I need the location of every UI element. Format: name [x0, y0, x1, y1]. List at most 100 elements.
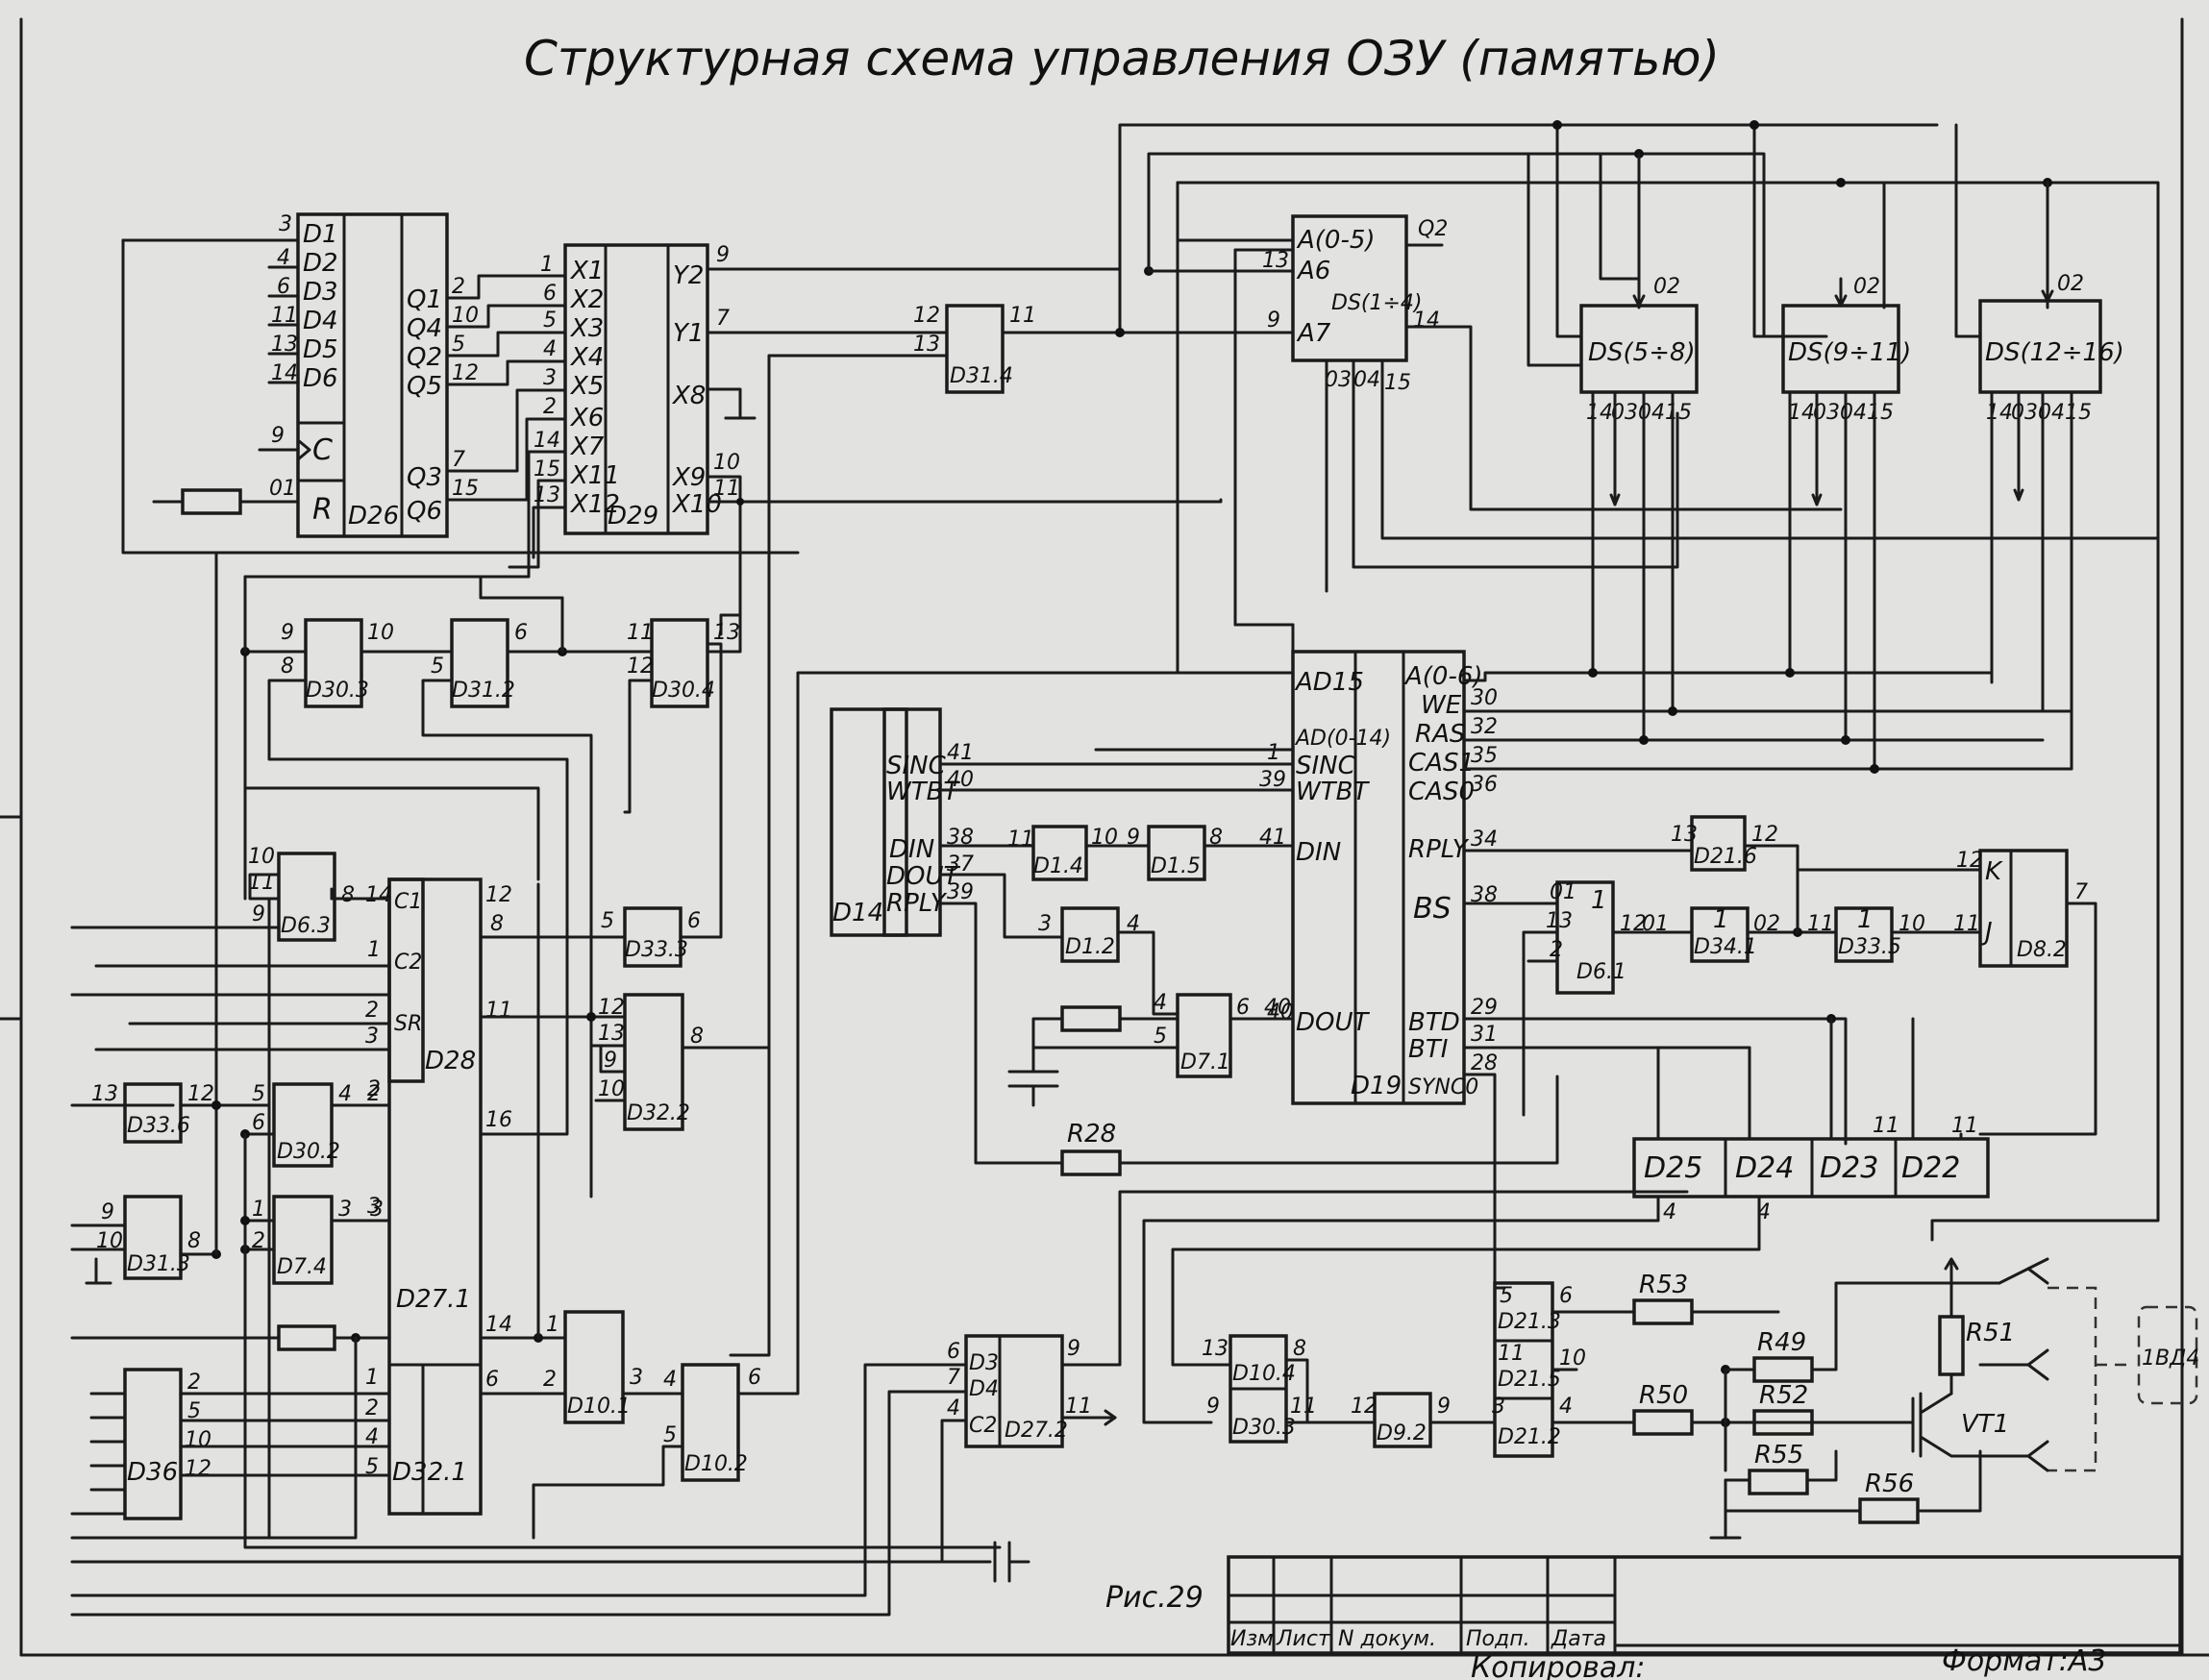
- svg-text:6: 6: [748, 1366, 761, 1390]
- chip-d27-2: D3 D4 C2 D27.2 6 7 4 9 11: [70, 1190, 1689, 1617]
- svg-text:D2: D2: [303, 249, 338, 278]
- svg-text:D21.2: D21.2: [1498, 1425, 1561, 1449]
- svg-text:32: 32: [1471, 715, 1498, 739]
- svg-text:SINC: SINC: [1296, 752, 1356, 780]
- chip-d28-d27-1: C1 C2 SR D28 D27.1 D32.1 14 12 8 11 16 1…: [365, 877, 512, 1516]
- svg-text:D14: D14: [832, 899, 883, 927]
- svg-text:X4: X4: [569, 343, 604, 372]
- svg-text:10: 10: [248, 845, 275, 869]
- svg-text:14: 14: [485, 1313, 512, 1337]
- svg-text:13: 13: [271, 333, 298, 357]
- d26-inputs: 3 4 6 11 13 14 9 01: [121, 212, 800, 555]
- transistor-vt1: VT1: [1911, 1392, 2009, 1458]
- svg-text:X11: X11: [569, 461, 620, 490]
- svg-text:03: 03: [1325, 368, 1352, 392]
- svg-text:02: 02: [2057, 272, 2084, 296]
- svg-text:02: 02: [1653, 275, 1680, 299]
- svg-text:X1: X1: [569, 257, 604, 285]
- svg-text:Q2: Q2: [407, 343, 442, 372]
- svg-text:Q5: Q5: [407, 372, 442, 401]
- chip-d30-4: D30.4 11 12 13: [623, 556, 742, 939]
- svg-text:Дата: Дата: [1551, 1627, 1606, 1651]
- svg-text:9: 9: [1437, 1395, 1451, 1419]
- svg-text:01: 01: [1550, 880, 1576, 904]
- svg-text:14: 14: [1788, 401, 1815, 425]
- svg-text:DS(5÷8): DS(5÷8): [1588, 338, 1696, 367]
- svg-text:4: 4: [1127, 912, 1140, 936]
- svg-text:R49: R49: [1757, 1328, 1806, 1357]
- svg-text:R50: R50: [1639, 1381, 1688, 1410]
- svg-text:Q3: Q3: [407, 463, 442, 492]
- svg-text:D28: D28: [425, 1047, 476, 1075]
- d26-d29-wires: 1 6 5 4 3 2 14 15 13 2 10 5 12 7 15: [445, 253, 567, 600]
- svg-text:D27.2: D27.2: [1005, 1419, 1068, 1443]
- svg-text:14: 14: [271, 361, 298, 385]
- svg-text:RAS: RAS: [1415, 720, 1465, 749]
- svg-text:BS: BS: [1413, 892, 1452, 926]
- svg-text:5: 5: [452, 333, 465, 357]
- svg-text:D33.6: D33.6: [127, 1114, 190, 1138]
- svg-text:16: 16: [485, 1108, 512, 1132]
- svg-text:3: 3: [279, 212, 292, 236]
- svg-text:D1.5: D1.5: [1151, 854, 1201, 878]
- svg-text:14: 14: [1413, 309, 1440, 333]
- svg-text:15: 15: [1867, 401, 1894, 425]
- diagram-title: Структурная схема управления ОЗУ (память…: [524, 31, 1720, 86]
- svg-text:14: 14: [534, 429, 560, 453]
- svg-text:D21.6: D21.6: [1694, 845, 1757, 869]
- svg-text:15: 15: [1384, 371, 1411, 395]
- svg-text:Y2: Y2: [673, 261, 704, 290]
- chip-d6-3: D6.3 10 11 9 8: [70, 823, 391, 942]
- svg-text:13: 13: [1262, 249, 1289, 273]
- svg-text:RPLY: RPLY: [886, 889, 948, 918]
- title-block: Изм Лист N докум. Подп. Дата Рис.29 Копи…: [1105, 1555, 2182, 1680]
- svg-text:D5: D5: [303, 335, 338, 364]
- svg-text:4: 4: [1559, 1395, 1573, 1419]
- svg-text:10: 10: [1559, 1346, 1586, 1371]
- svg-text:40: 40: [1267, 1001, 1294, 1025]
- format-label: Формат:А3: [1942, 1644, 2106, 1678]
- svg-text:1: 1: [1857, 905, 1874, 934]
- svg-text:WTBT: WTBT: [1296, 778, 1370, 806]
- svg-text:36: 36: [1471, 773, 1498, 797]
- svg-text:6: 6: [543, 282, 557, 306]
- svg-text:5: 5: [663, 1423, 677, 1447]
- svg-text:D30.3: D30.3: [306, 679, 369, 703]
- svg-text:D24: D24: [1735, 1151, 1794, 1185]
- svg-text:1: 1: [367, 938, 381, 962]
- svg-text:Q6: Q6: [407, 497, 442, 526]
- svg-text:D34.1: D34.1: [1694, 935, 1757, 959]
- svg-text:31: 31: [1471, 1023, 1498, 1047]
- svg-text:37: 37: [947, 852, 974, 877]
- svg-text:02: 02: [1853, 275, 1880, 299]
- svg-text:2: 2: [367, 1082, 381, 1106]
- svg-text:8: 8: [281, 655, 294, 679]
- svg-text:11: 11: [1498, 1342, 1525, 1366]
- svg-text:C1: C1: [394, 890, 422, 914]
- svg-text:SR: SR: [394, 1012, 422, 1036]
- chip-d6-1: 1 D6.1 01 13 2 12 01: [1522, 880, 1694, 1117]
- svg-text:41: 41: [947, 741, 974, 765]
- svg-text:12: 12: [1351, 1395, 1378, 1419]
- svg-text:13: 13: [713, 621, 740, 645]
- svg-text:11: 11: [1807, 912, 1834, 936]
- svg-text:12: 12: [1751, 823, 1778, 847]
- svg-text:5: 5: [365, 1455, 379, 1479]
- resistor-r28: R28: [1060, 1075, 1559, 1176]
- svg-text:R51: R51: [1966, 1319, 2015, 1347]
- svg-text:3: 3: [630, 1366, 643, 1390]
- svg-text:9: 9: [1206, 1395, 1220, 1419]
- svg-text:14: 14: [365, 883, 392, 907]
- svg-text:Y1: Y1: [673, 319, 704, 348]
- svg-text:D3: D3: [303, 278, 338, 307]
- svg-text:04: 04: [1638, 401, 1665, 425]
- svg-text:4: 4: [1663, 1200, 1676, 1224]
- svg-text:2: 2: [1550, 938, 1563, 962]
- svg-text:D31.2: D31.2: [452, 679, 515, 703]
- svg-text:D22: D22: [1901, 1151, 1960, 1185]
- chip-ds-12-16: DS(12÷16) 02 14 03 04 15: [1978, 272, 2124, 771]
- svg-text:R52: R52: [1759, 1381, 1808, 1410]
- svg-text:WE: WE: [1421, 691, 1462, 720]
- chip-d10-2: D10.2 4 5 6: [532, 671, 1295, 1540]
